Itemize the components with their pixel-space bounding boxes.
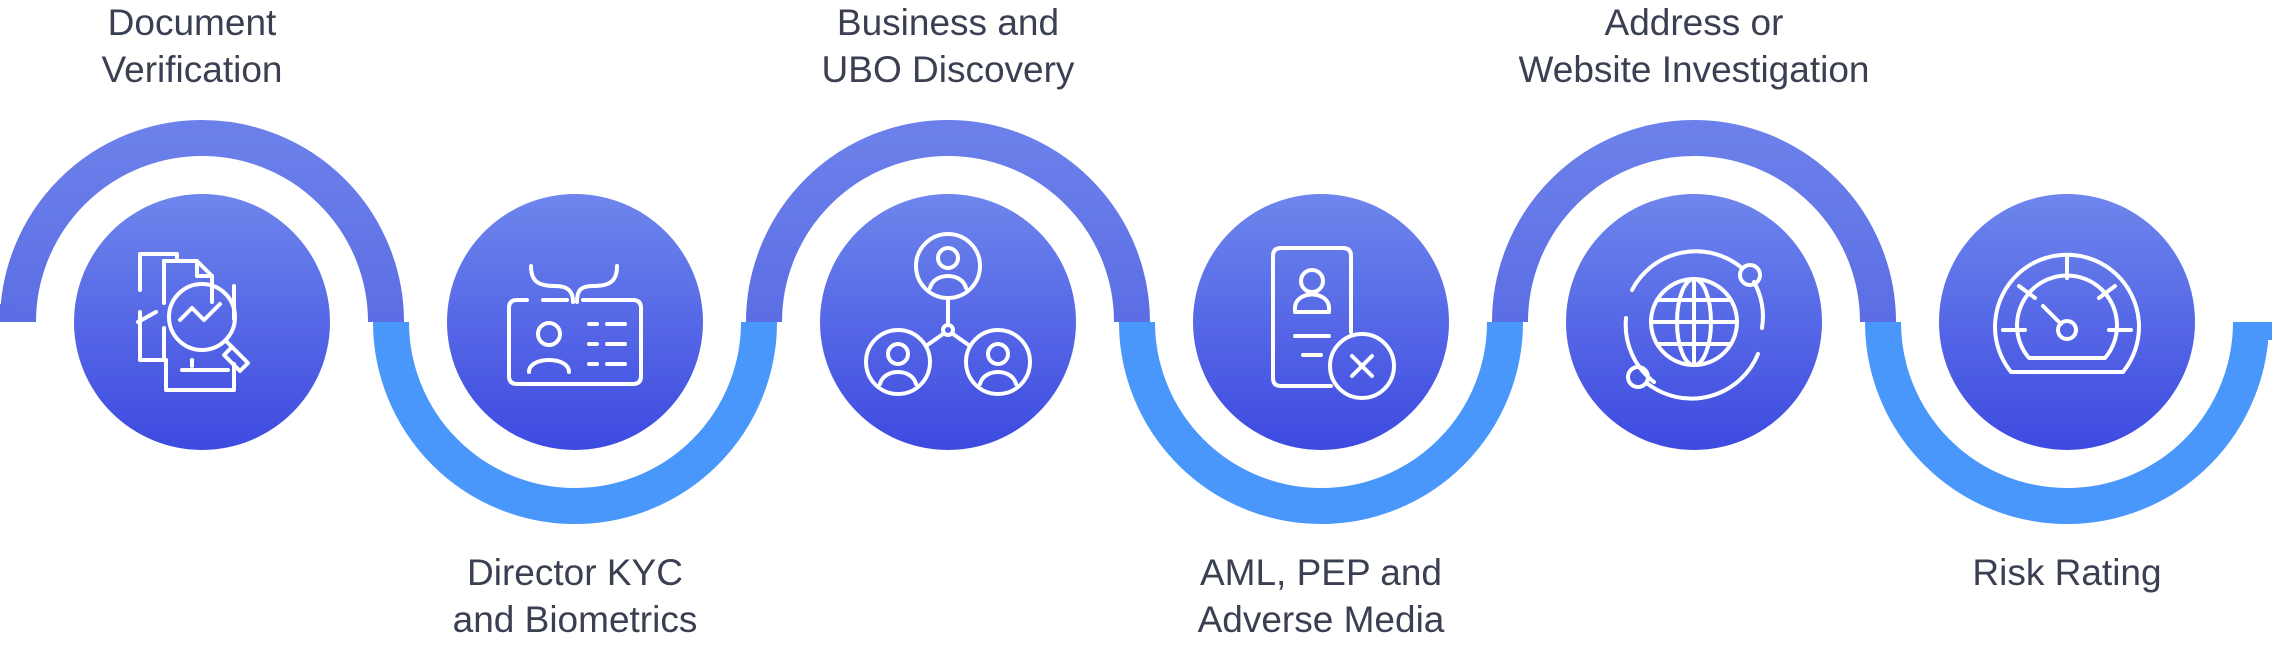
step-circle-1 — [74, 194, 330, 450]
step-4-line-1: AML, PEP and — [1199, 552, 1443, 593]
lower-arc-2 — [373, 321, 777, 524]
id-card-biometric-icon — [507, 264, 643, 386]
step-5-line-2: Website Investigation — [1518, 49, 1870, 90]
globe-orbit-icon — [1623, 249, 1765, 401]
step-label-4: AML, PEP and Adverse Media — [1061, 549, 1581, 643]
step-5-line-1: Address or — [1604, 2, 1784, 43]
step-label-6: Risk Rating — [1807, 549, 2272, 596]
arc-start-cap — [0, 304, 20, 322]
step-circle-2 — [447, 194, 703, 450]
step-3-line-2: UBO Discovery — [821, 49, 1075, 90]
lower-arc-6 — [1865, 321, 2269, 524]
upper-arc-3 — [746, 120, 1150, 323]
step-label-2: Director KYC and Biometrics — [315, 549, 835, 643]
step-4-line-2: Adverse Media — [1197, 599, 1445, 640]
gauge-meter-icon — [1993, 252, 2141, 374]
step-1-line-1: Document — [107, 2, 277, 43]
document-magnifier-icon — [136, 252, 250, 392]
step-label-3: Business and UBO Discovery — [688, 0, 1208, 93]
arc-end-cap — [2251, 322, 2272, 340]
step-3-line-1: Business and — [836, 2, 1060, 43]
step-2-line-1: Director KYC — [467, 552, 683, 593]
step-1-line-2: Verification — [101, 49, 283, 90]
step-label-5: Address or Website Investigation — [1434, 0, 1954, 93]
ownership-network-icon — [864, 232, 1032, 396]
step-6-line-1: Risk Rating — [1972, 552, 2162, 593]
upper-arc-5 — [1492, 120, 1896, 323]
lower-arc-4 — [1119, 321, 1523, 524]
person-document-rejected-icon — [1271, 246, 1396, 400]
step-label-1: Document Verification — [0, 0, 452, 93]
step-circle-4 — [1193, 194, 1449, 450]
upper-arc-1 — [0, 120, 404, 323]
step-2-line-2: and Biometrics — [452, 599, 698, 640]
